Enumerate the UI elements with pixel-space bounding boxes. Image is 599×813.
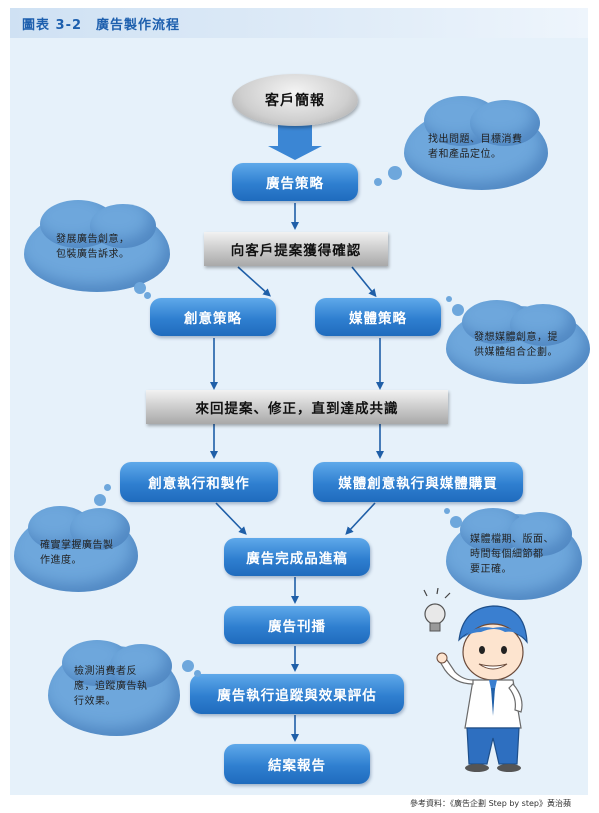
node-client-briefing: 客戶簡報 bbox=[232, 74, 358, 126]
start-arrow-shape bbox=[268, 118, 322, 160]
node-report: 結案報告 bbox=[224, 744, 370, 784]
arrow-proposal-to-media bbox=[351, 266, 377, 298]
node-proposal-confirm: 向客戶提案獲得確認 bbox=[204, 232, 388, 266]
note-text: 找出問題、目標消費 bbox=[428, 134, 523, 145]
note-text: 時間每個細節都 bbox=[470, 549, 544, 560]
note-text: 確實掌握廣告製 bbox=[40, 540, 114, 551]
title-bar bbox=[10, 8, 588, 38]
note-text: 行效果。 bbox=[74, 696, 116, 707]
node-consensus: 來回提案、修正，直到達成共識 bbox=[146, 390, 448, 424]
arrow-creative-exec-to-draft bbox=[215, 502, 247, 535]
node-ad-strategy: 廣告策略 bbox=[232, 163, 358, 201]
note-text: 媒體檔期、版面、 bbox=[470, 534, 554, 545]
note-text: 發展廣告創意， bbox=[56, 234, 130, 245]
note-text: 供媒體組合企劃。 bbox=[474, 347, 558, 358]
node-creative-strategy: 創意策略 bbox=[150, 298, 276, 336]
note-text: 檢測消費者反 bbox=[74, 666, 137, 677]
source-citation: 參考資料：《廣告企劃 Step by step》黃治蘋 bbox=[410, 799, 571, 808]
light-bulb-icon bbox=[423, 588, 451, 632]
note-text: 者和產品定位。 bbox=[428, 149, 502, 160]
thinking-character-illustration bbox=[423, 588, 528, 772]
node-publish: 廣告刊播 bbox=[224, 606, 370, 644]
note-text: 要正確。 bbox=[470, 564, 512, 575]
node-media-execution: 媒體創意執行與媒體購買 bbox=[313, 462, 523, 502]
arrow-media-exec-to-draft bbox=[345, 502, 376, 535]
diagram-title: 圖表 3-2 廣告製作流程 bbox=[22, 18, 181, 33]
arrow-proposal-to-creative bbox=[237, 266, 271, 297]
node-tracking: 廣告執行追蹤與效果評估 bbox=[190, 674, 404, 714]
node-final-draft: 廣告完成品進稿 bbox=[224, 538, 370, 576]
note-text: 包裝廣告訴求。 bbox=[56, 249, 130, 260]
note-text: 作進度。 bbox=[40, 555, 82, 566]
node-creative-execution: 創意執行和製作 bbox=[120, 462, 278, 502]
node-media-strategy: 媒體策略 bbox=[315, 298, 441, 336]
note-text: 發想媒體創意，提 bbox=[474, 332, 558, 343]
note-text: 應，追蹤廣告執 bbox=[74, 681, 148, 692]
